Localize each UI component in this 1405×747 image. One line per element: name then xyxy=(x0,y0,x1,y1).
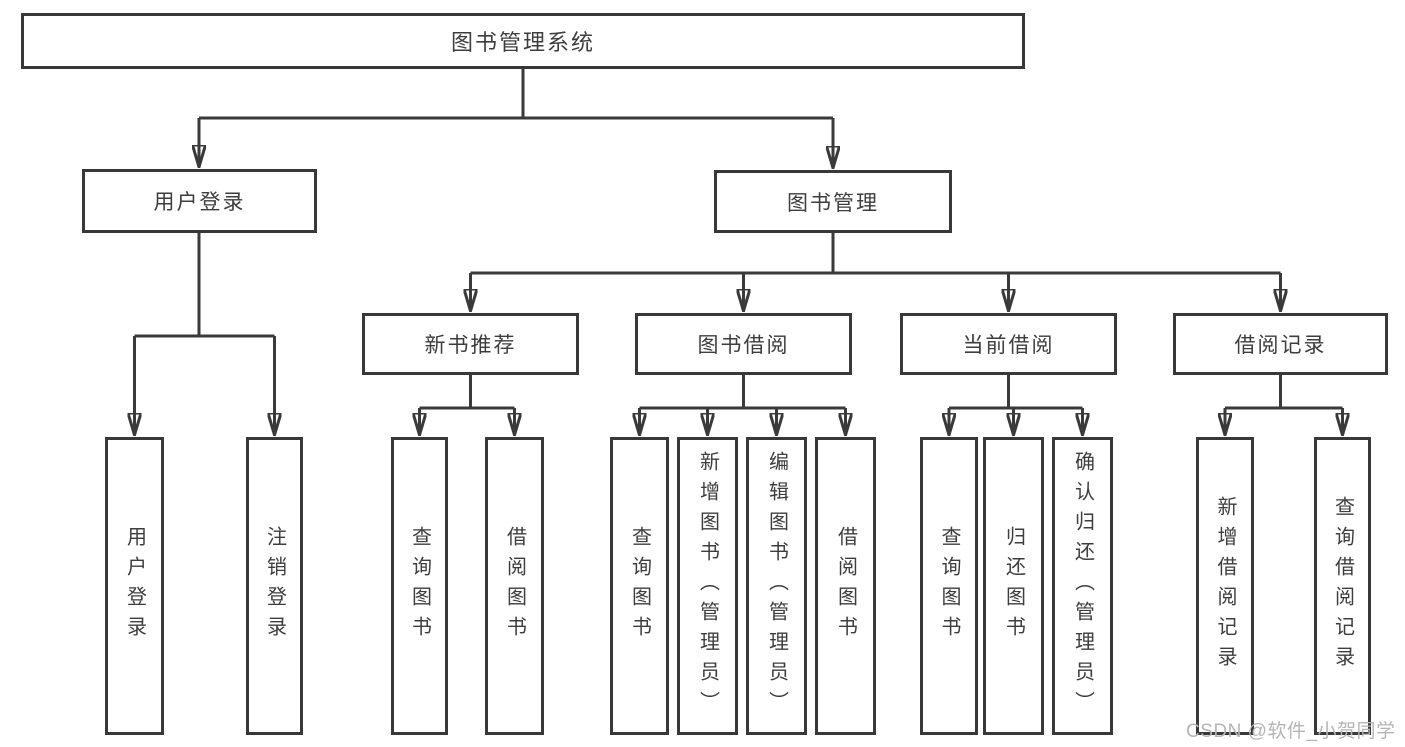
leaf-borrow-book-recommend: 借阅图书 xyxy=(485,437,544,735)
leaf-label: 新增借阅记录 xyxy=(1214,496,1236,676)
node-borrow-record: 借阅记录 xyxy=(1173,313,1388,375)
leaf-edit-book-admin: 编辑图书（管理员） xyxy=(746,437,807,735)
leaf-user-login: 用户登录 xyxy=(105,437,164,735)
node-book-borrow: 图书借阅 xyxy=(635,313,852,375)
node-new-book-recommend: 新书推荐 xyxy=(362,313,579,375)
leaf-label: 查询借阅记录 xyxy=(1331,496,1354,676)
leaf-label: 用户登录 xyxy=(123,526,146,646)
leaf-query-borrow-record: 查询借阅记录 xyxy=(1314,437,1371,735)
node-book-management: 图书管理 xyxy=(714,170,952,233)
leaf-label: 新增图书（管理员） xyxy=(696,451,719,721)
node-user-login: 用户登录 xyxy=(82,169,317,233)
leaf-confirm-return-admin: 确认归还（管理员） xyxy=(1052,437,1113,735)
leaf-logout: 注销登录 xyxy=(246,437,303,735)
leaf-label: 编辑图书（管理员） xyxy=(765,451,788,721)
node-current-borrow: 当前借阅 xyxy=(900,313,1117,375)
leaf-query-book-recommend: 查询图书 xyxy=(391,437,448,735)
leaf-return-book: 归还图书 xyxy=(983,437,1044,735)
leaf-label: 归还图书 xyxy=(1002,526,1025,646)
leaf-label: 确认归还（管理员） xyxy=(1071,451,1094,721)
leaf-label: 查询图书 xyxy=(628,526,651,646)
leaf-add-borrow-record: 新增借阅记录 xyxy=(1196,437,1254,735)
leaf-label: 注销登录 xyxy=(263,526,286,646)
leaf-label: 查询图书 xyxy=(408,526,431,646)
node-library-management-system: 图书管理系统 xyxy=(21,13,1025,69)
leaf-query-book-borrow: 查询图书 xyxy=(610,437,669,735)
leaf-label: 借阅图书 xyxy=(834,526,857,646)
leaf-borrow-book: 借阅图书 xyxy=(815,437,876,735)
csdn-watermark: CSDN @软件_小贺同学 xyxy=(1186,721,1396,742)
leaf-query-book-current: 查询图书 xyxy=(920,437,978,735)
leaf-label: 查询图书 xyxy=(938,526,960,646)
leaf-label: 借阅图书 xyxy=(503,526,526,646)
leaf-add-book-admin: 新增图书（管理员） xyxy=(677,437,738,735)
